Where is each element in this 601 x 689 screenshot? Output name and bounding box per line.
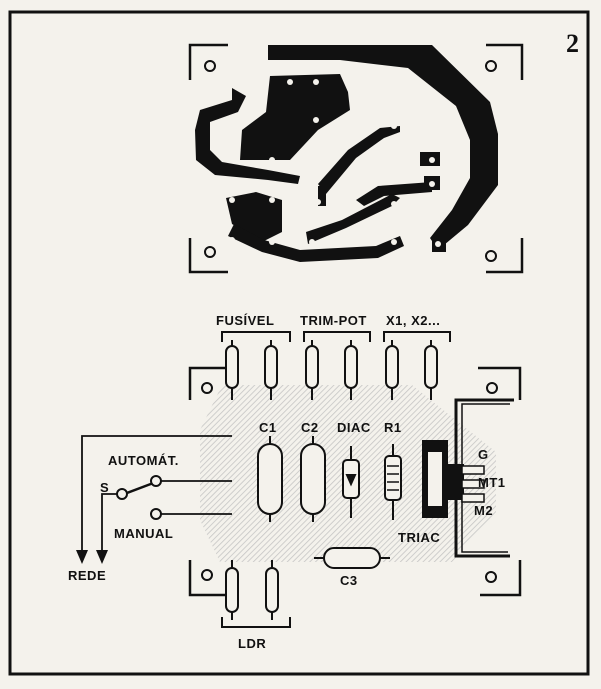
label-r1: R1 [384,420,402,435]
label-ldr: LDR [238,636,266,651]
triac-component [422,398,514,558]
label-c1: C1 [259,420,277,435]
label-mt1: MT1 [478,475,506,490]
component-layout [76,331,522,628]
label-c3: C3 [340,573,358,588]
r1-component [384,444,402,520]
label-mt2: M2 [474,503,493,518]
label-fusivel: FUSÍVEL [216,313,274,328]
label-c2: C2 [301,420,319,435]
board-corner-marks [188,366,522,597]
pcb-layout [188,43,524,274]
pcb-mount-holes [204,60,497,262]
figure-number: 2 [566,29,579,58]
switch-contacts [116,475,162,520]
pcb-corner-marks [188,43,524,274]
figure-border [8,10,590,676]
board-mount-holes [201,382,498,583]
label-g: G [478,447,489,462]
label-manual: MANUAL [114,526,173,541]
pcb-copper [195,45,498,262]
label-x1x2: X1, X2... [386,313,440,328]
rede-arrows [76,550,108,564]
pcb-pads [229,79,441,247]
capacitors-c1-c2 [257,436,326,522]
label-trimpot: TRIM-POT [300,313,367,328]
label-automat: AUTOMÁT. [108,453,179,468]
top-row-components [225,340,438,400]
c3-component [314,547,390,569]
ldr-component [221,560,291,628]
label-triac: TRIAC [398,530,440,545]
top-brackets [221,331,451,342]
diac-component [342,446,360,518]
label-rede: REDE [68,568,106,583]
label-diac: DIAC [337,420,371,435]
label-s: S [100,480,109,495]
